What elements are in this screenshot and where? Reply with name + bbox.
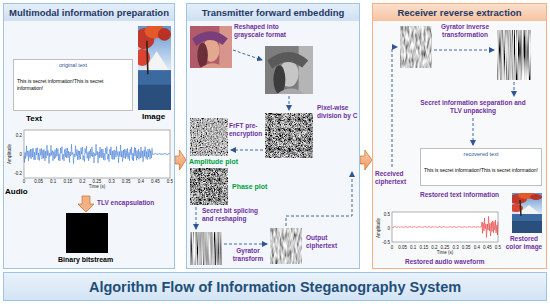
tick-label: 0.25 [93,179,102,184]
tick-label: 0.05 [398,245,407,250]
panel-header: Transmitter forward embedding [187,4,359,21]
panel-header: Multimodal information preparation [4,4,174,21]
secret-text: This is secret information!This is secre… [17,78,129,91]
secret-text: This is secret information!This is secre… [424,167,538,174]
audio-waveform [24,144,170,163]
step-label: Received ciphertext [375,170,417,186]
step-label: Secret information separation and TLV un… [418,99,528,115]
bitstream-image [66,213,108,253]
tick-label: 0.45 [151,179,160,184]
color-image [135,24,171,110]
tick-label: 0.5 [384,212,390,217]
tick-label: 0.3 [108,179,114,184]
striped-image [497,30,531,80]
restored-image [509,192,542,233]
audio-waveform [392,216,498,237]
step-label: Output ciphertext [306,234,358,250]
tick-label: 0.1 [410,245,416,250]
result-label: Restored audio waveform [405,258,484,266]
ciphertext-image [270,228,302,264]
tick-label: -0.2 [14,171,22,176]
box-caption: recovered text [424,151,538,158]
color-image [190,26,232,68]
audio-plot-frame [392,212,498,242]
media-label: Text [26,114,42,124]
text-image-box: recovered textThis is secret information… [420,148,542,186]
tick-label: 0.35 [462,245,471,250]
tick-label: 0.2 [431,245,437,250]
amplitude-image [190,118,228,156]
media-label: Audio [5,187,28,197]
step-label: TLV encapsulation [97,199,154,207]
tick-label: 0.3 [452,245,458,250]
tick-label: -0.5 [382,240,390,245]
plot-label: Amplitude plot [189,158,238,166]
tick-label: 0.2 [16,133,22,138]
axis-title: Amplitude [376,218,381,238]
result-label: Restored text information [420,191,510,199]
result-label: Restored color image [503,235,545,251]
text-image-box: original textThis is secret information!… [13,59,133,111]
tick-label: 0.4 [474,245,480,250]
panel-grounds [3,3,547,269]
step-label: Gyrator transform [227,247,269,263]
audio-plot-frame [24,130,170,178]
step-label: Pixel-wise division by C [317,104,359,120]
tick-label: 0.5 [495,245,501,250]
flow-arrow [360,150,372,170]
stage-panel: Receiver reverse extraction recovered tex… [372,3,547,269]
tick-label: 0 [19,152,22,157]
tick-label: 0.15 [63,179,72,184]
step-label: FrFT pre-encryption [229,122,264,138]
ciphertext-image [400,26,432,68]
orange-down-arrow [78,196,94,212]
noise-image [265,113,313,158]
panel-header: Receiver reverse extraction [373,4,546,21]
step-label: Reshaped into grayscale format [234,23,302,39]
flow-arrow [175,150,186,170]
step-label: Gyrator inverse transformation [435,23,495,39]
diagram-title: Algorithm Flow of Information Steganogra… [3,272,547,301]
striped-image [190,232,222,265]
tick-label: 0.2 [79,179,85,184]
step-label: Secret bit splicing and reshaping [202,207,266,223]
tick-label: 0.1 [50,179,56,184]
tick-label: 0.4 [138,179,144,184]
tick-label: 0.15 [419,245,428,250]
phase-image [190,168,228,205]
media-label: Image [142,112,165,122]
axis-title: Time (s) [89,184,105,189]
result-label: Binary bitstream [58,256,113,264]
box-caption: original text [17,62,129,69]
tick-label: 0.25 [441,245,450,250]
plot-label: Phase plot [232,183,267,191]
grayscale-image [265,46,313,94]
tick-label: 0.5 [167,179,173,184]
panel-two-pictures [190,26,313,265]
tick-label: 0 [391,245,394,250]
tick-label: 0.35 [122,179,131,184]
stage-panel: Multimodal information preparation origin… [3,3,175,269]
dashed-flow-arrows [196,47,514,244]
tick-label: 0.05 [34,179,43,184]
axis-title: Amplitude [7,144,12,164]
tick-label: 0 [23,179,26,184]
panel-three-pictures [392,26,542,242]
tick-label: 0.45 [483,245,492,250]
stage-panel: Transmitter forward embedding [186,3,360,269]
tick-label: 0 [387,226,390,231]
axis-title: Time (s) [437,250,453,255]
